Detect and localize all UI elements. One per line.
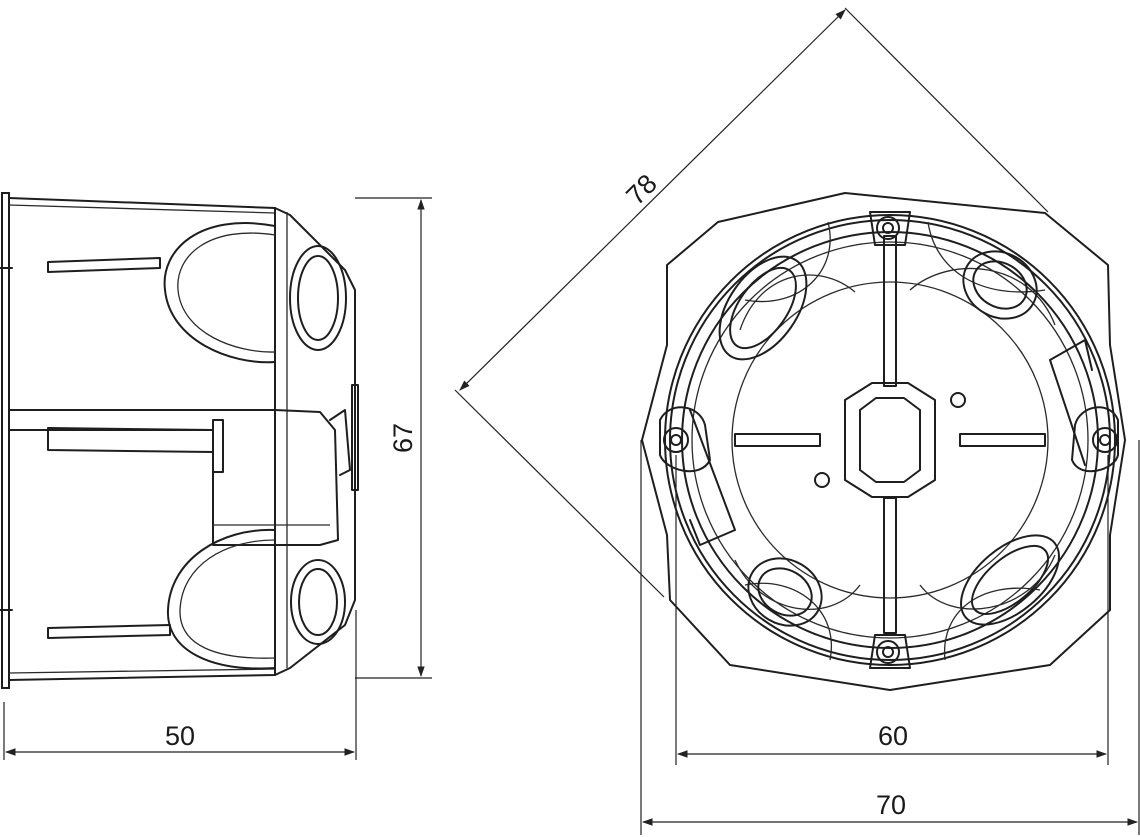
side-knockout-top [289,245,347,351]
dimension-front-outer: 70 [640,440,1140,835]
side-knockout-bottom [290,559,346,645]
dimension-front-outer-label: 70 [876,790,906,820]
dimension-side-depth-label: 50 [165,721,195,751]
front-base-circle [731,281,1049,599]
front-flange-outline [641,192,1126,691]
dimension-front-inner: 60 [675,455,1109,765]
dimension-side-height-label: 67 [388,423,418,453]
front-knockout-top-right [962,250,1038,320]
front-ribs [734,235,1046,634]
dimension-front-diagonal: 78 [454,7,1049,598]
front-screw-post-bottom [869,634,911,669]
front-screw-post-top [869,211,911,246]
front-screw-post-right [1049,339,1119,473]
front-view [641,192,1126,691]
side-flange [1,192,10,689]
side-top-clip [47,222,276,364]
side-view [0,192,359,689]
side-bottom-clip [47,528,276,670]
dimension-front-inner-label: 60 [878,721,908,751]
front-center-boss [844,382,936,498]
dimension-side-depth: 50 [3,610,357,760]
front-knockout-bottom-left [747,557,823,627]
front-knockout-bottom-right [960,534,1060,626]
side-middle-latch [8,384,359,546]
dimension-front-diagonal-label: 78 [620,168,662,210]
side-body-outline [8,197,356,681]
front-screw-post-left [659,406,736,546]
dimension-side-height: 67 [355,197,432,679]
